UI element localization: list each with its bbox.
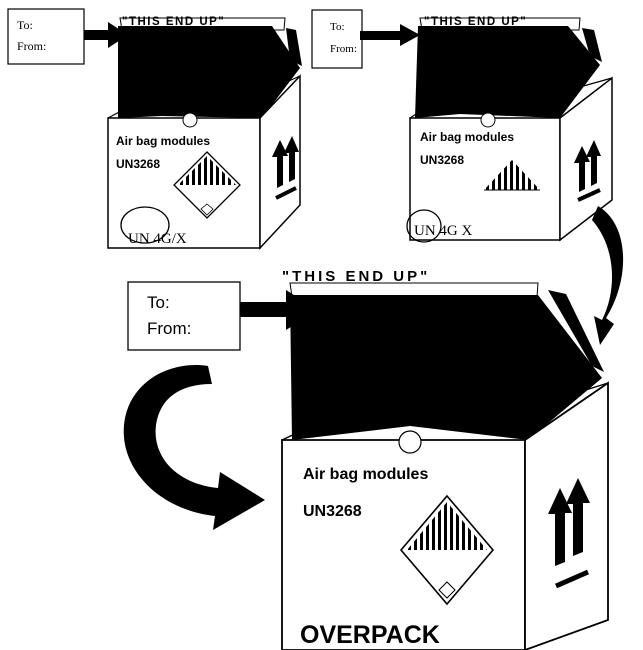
overpack-this-way-up-arrows-icon bbox=[548, 478, 590, 589]
overpack-box: "THIS END UP" Air bag modules UN3268 OVE… bbox=[281, 268, 609, 650]
box-1: "THIS END UP" Air bag modules UN3268 UN … bbox=[107, 16, 302, 250]
box-2: "THIS END UP" Air bag modules UN3268 UN … bbox=[406, 16, 613, 243]
overpack-side-flap bbox=[548, 290, 604, 372]
box-1-hazard-diamond bbox=[173, 151, 241, 219]
box-2-address-tag: To: From: bbox=[311, 9, 363, 69]
box-1-contents-text: Air bag modules bbox=[116, 134, 210, 148]
box-2-packaging-code: UN 4G X bbox=[414, 223, 472, 239]
overpack-tag-from: From: bbox=[147, 319, 191, 338]
box-1-open-flaps bbox=[118, 26, 300, 118]
box-1-un-mark-circle bbox=[120, 206, 170, 244]
box-1-tab-notch bbox=[182, 112, 198, 128]
box-1-top-edge bbox=[107, 75, 301, 119]
overpack-tab-notch bbox=[398, 430, 422, 454]
box-2-un-number-text: UN3268 bbox=[420, 153, 464, 167]
box-1-un-number-text: UN3268 bbox=[116, 157, 160, 171]
overpack-label-strip bbox=[289, 282, 539, 298]
overpack-hazard-diamond bbox=[399, 494, 495, 606]
box-1-tag-from: From: bbox=[17, 39, 46, 53]
box-2-side-flap bbox=[582, 28, 602, 62]
overpack-tag-to: To: bbox=[147, 293, 170, 312]
box-2-this-end-up-label: "THIS END UP" bbox=[424, 16, 527, 28]
box-2-top-edge bbox=[409, 77, 613, 119]
box-2-tag-to: To: bbox=[330, 21, 345, 33]
curved-arrow-right-icon bbox=[592, 206, 624, 345]
box-1-side-flap bbox=[286, 28, 302, 66]
box-2-un-mark-circle bbox=[406, 209, 442, 243]
overpack-this-end-up-label: "THIS END UP" bbox=[282, 268, 430, 285]
box-1-tag-arrow bbox=[84, 22, 128, 48]
curved-arrow-left-icon bbox=[123, 365, 265, 530]
overpack-tag-arrow bbox=[240, 290, 318, 330]
box-2-this-way-up-arrows-icon bbox=[574, 140, 601, 202]
overpack-open-flaps bbox=[290, 295, 602, 440]
overpack-right-face bbox=[524, 381, 609, 650]
overpack-address-tag: To: From: bbox=[127, 281, 241, 351]
overpack-contents-text: Air bag modules bbox=[303, 466, 428, 483]
box-2-open-flaps bbox=[415, 26, 600, 118]
box-1-address-tag: To: From: bbox=[7, 8, 85, 65]
box-2-hazard-triangle bbox=[484, 160, 540, 191]
box-2-tab-notch bbox=[480, 112, 496, 128]
box-2-tag-from: From: bbox=[330, 43, 357, 55]
overpack-label-text: OVERPACK bbox=[300, 621, 440, 649]
overpack-front-face bbox=[281, 439, 526, 650]
box-2-contents-text: Air bag modules bbox=[420, 130, 514, 144]
box-1-tag-to: To: bbox=[17, 18, 33, 32]
box-1-packaging-code: UN 4G/X bbox=[128, 231, 187, 247]
box-2-tag-arrow bbox=[360, 24, 420, 46]
overpack-un-number-text: UN3268 bbox=[303, 503, 362, 520]
overpack-top-edge bbox=[281, 382, 609, 441]
box-1-this-way-up-arrows-icon bbox=[272, 136, 299, 200]
box-1-this-end-up-label: "THIS END UP" bbox=[122, 16, 225, 28]
